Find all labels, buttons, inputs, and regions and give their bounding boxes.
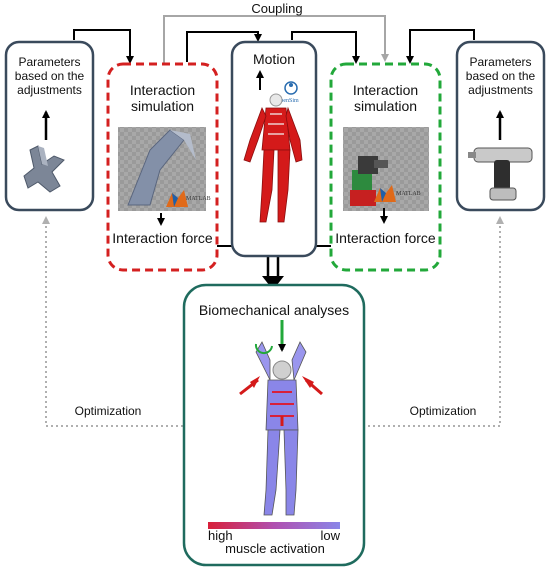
left-matlab-logo: MATLAB [186, 196, 211, 202]
right-matlab-logo: MATLAB [396, 191, 421, 197]
left-simulated-body-image [127, 129, 196, 206]
drill-image [468, 147, 533, 201]
right-robot-image [350, 156, 388, 206]
motion-title: Motion [252, 51, 296, 67]
motion-to-analysis-arrow [262, 256, 284, 290]
opensim-logo: OpenSim [276, 98, 299, 104]
right-matlab-logo-icon [374, 185, 396, 202]
analysis-force-arrows [239, 320, 323, 426]
colorbar-title: muscle activation [225, 541, 325, 556]
right-parameters-label: Parameters based on the adjustments [465, 55, 536, 97]
analysis-body-image [255, 341, 307, 516]
left-simulation-title: Interaction simulation [129, 82, 196, 115]
colorbar-high-label: high [208, 528, 233, 543]
left-force-label: Interaction force [112, 230, 213, 246]
muscle-activation-colorbar [208, 522, 340, 529]
right-force-label: Interaction force [335, 230, 436, 246]
left-parameters-box [4, 40, 95, 212]
right-simulation-title: Interaction simulation [352, 82, 419, 115]
opensim-logo-icon [284, 81, 298, 95]
left-part-image [23, 145, 65, 193]
optimization-right-label: Optimization [409, 404, 477, 418]
left-matlab-logo-icon [166, 190, 188, 207]
musculoskeletal-model-image [243, 93, 303, 223]
optimization-connectors [42, 216, 504, 427]
left-parameters-label: Parameters based on the adjustments [14, 55, 85, 97]
colorbar-low-label: low [320, 528, 340, 543]
analysis-title: Biomechanical analyses [198, 302, 350, 318]
optimization-left-label: Optimization [74, 404, 142, 418]
coupling-label: Coupling [251, 1, 303, 16]
